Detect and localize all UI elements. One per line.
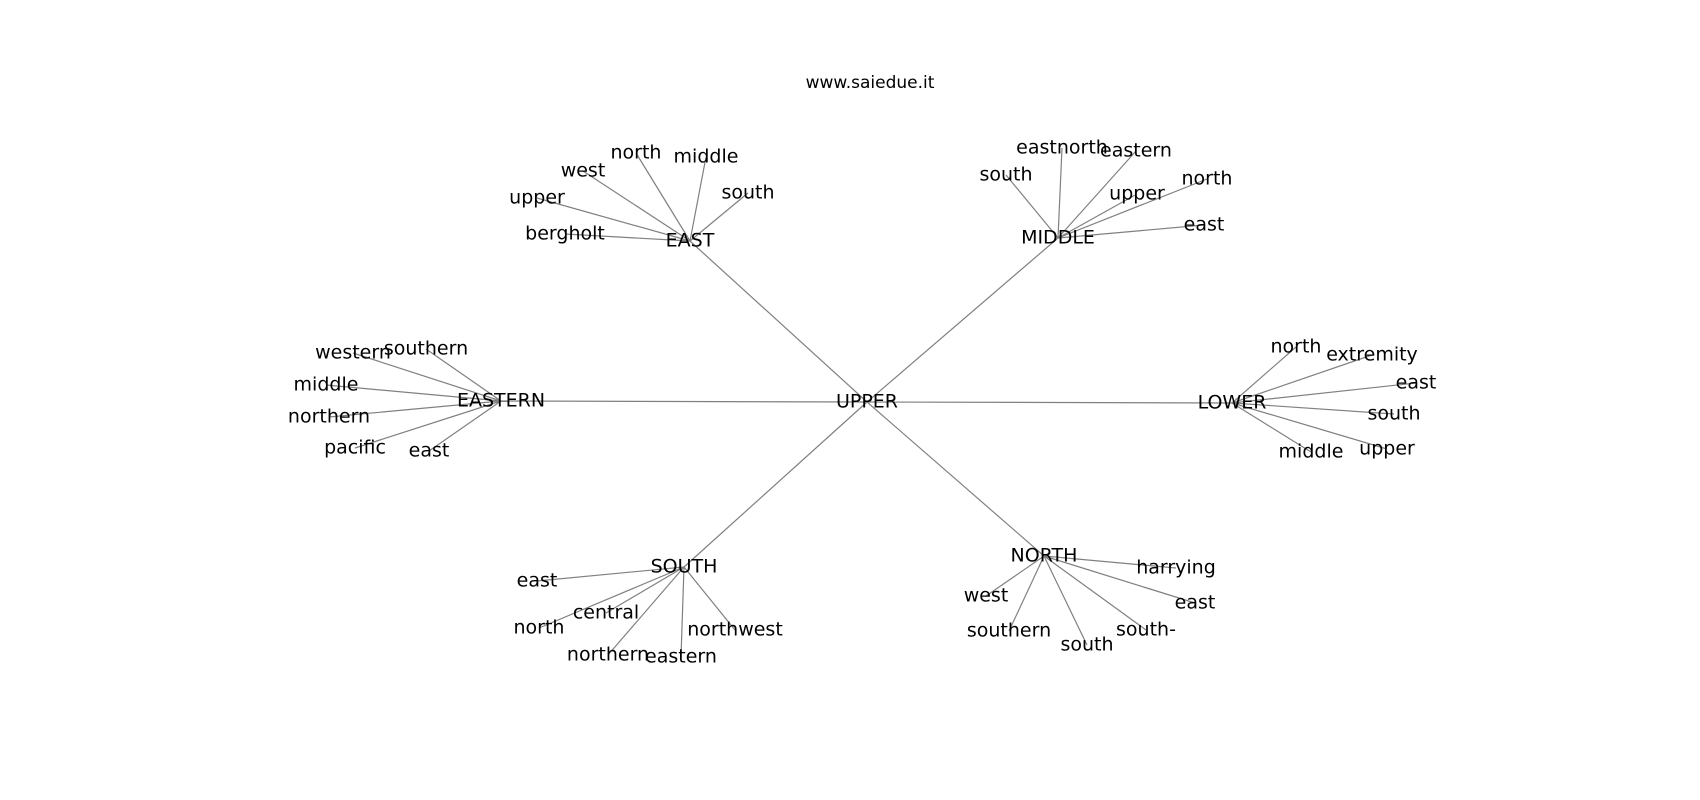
edge-root-eastern — [500, 400, 868, 403]
leaf-node-lower-4: middle — [1279, 441, 1344, 463]
leaf-node-north-4: south — [1060, 634, 1113, 656]
leaf-node-lower-1: extremity — [1326, 344, 1418, 366]
edge-middle-1 — [1057, 147, 1063, 239]
leaf-node-east-3: north — [611, 142, 662, 164]
leaf-node-middle-0: south — [979, 164, 1032, 186]
leaf-node-south-0: east — [517, 570, 558, 592]
leaf-node-middle-1: eastnorth — [1016, 137, 1108, 159]
leaf-node-east-5: south — [721, 182, 774, 204]
edge-eastern-2 — [325, 384, 502, 402]
leaf-node-eastern-1: southern — [384, 338, 468, 360]
edge-lower-2 — [1231, 382, 1417, 404]
leaf-node-middle-2: eastern — [1100, 140, 1172, 162]
edge-south-2 — [538, 566, 685, 629]
leaf-node-east-2: west — [561, 160, 606, 182]
edge-north-3 — [1008, 555, 1045, 632]
edge-eastern-0 — [352, 352, 502, 402]
edge-middle-3 — [1057, 193, 1138, 239]
edges-layer — [325, 147, 1417, 658]
edge-eastern-3 — [328, 400, 502, 418]
edge-root-south — [683, 401, 868, 568]
leaf-node-south-1: central — [573, 602, 639, 624]
leaf-node-eastern-2: middle — [294, 374, 359, 396]
leaf-node-eastern-0: western — [315, 342, 391, 364]
leaf-node-south-3: northern — [567, 644, 649, 666]
hub-node-middle: MIDDLE — [1021, 227, 1095, 249]
edge-middle-4 — [1057, 178, 1208, 239]
leaf-node-lower-3: south — [1367, 403, 1420, 425]
leaf-node-eastern-4: pacific — [324, 437, 386, 459]
edge-eastern-5 — [428, 400, 502, 452]
edge-lower-3 — [1231, 402, 1395, 415]
hub-node-lower: LOWER — [1198, 392, 1267, 414]
edge-south-3 — [607, 566, 685, 656]
leaf-node-east-4: middle — [674, 146, 739, 168]
edge-south-0 — [536, 566, 685, 582]
leaf-node-lower-2: east — [1396, 372, 1437, 394]
root-node-label: UPPER — [836, 391, 898, 413]
edge-north-5 — [1043, 555, 1147, 631]
leaf-node-east-0: bergholt — [525, 223, 605, 245]
leaf-node-north-0: harrying — [1136, 557, 1216, 579]
edge-east-4 — [689, 156, 707, 242]
edge-middle-0 — [1005, 174, 1059, 239]
leaf-node-south-4: eastern — [645, 646, 717, 668]
diagram-title: www.saiedue.it — [806, 73, 935, 93]
edge-middle-5 — [1057, 224, 1205, 239]
leaf-node-north-1: west — [964, 585, 1009, 607]
leaf-node-middle-3: upper — [1109, 183, 1165, 205]
edge-root-middle — [866, 237, 1059, 403]
edge-north-0 — [1043, 555, 1177, 569]
hub-node-south: SOUTH — [651, 556, 718, 578]
leaf-node-middle-4: north — [1182, 168, 1233, 190]
leaf-node-middle-5: east — [1184, 214, 1225, 236]
leaf-node-lower-0: north — [1271, 336, 1322, 358]
hub-node-north: NORTH — [1011, 545, 1078, 567]
edge-north-1 — [985, 555, 1045, 597]
edge-lower-0 — [1231, 346, 1297, 404]
edge-east-2 — [582, 170, 691, 242]
edge-south-5 — [683, 566, 736, 631]
leaf-node-north-2: east — [1175, 592, 1216, 614]
edge-root-lower — [866, 401, 1233, 404]
leaf-node-north-3: southern — [967, 620, 1051, 642]
hub-node-eastern: EASTERN — [457, 390, 545, 412]
leaf-node-south-2: north — [514, 617, 565, 639]
edge-root-north — [866, 401, 1045, 557]
edge-east-5 — [689, 192, 749, 242]
leaf-node-north-5: south- — [1116, 619, 1176, 641]
leaf-node-eastern-5: east — [409, 440, 450, 462]
edge-north-4 — [1043, 555, 1088, 646]
edge-eastern-1 — [425, 348, 502, 402]
edge-east-0 — [564, 233, 691, 242]
edge-north-2 — [1043, 555, 1196, 604]
edge-eastern-4 — [354, 400, 502, 449]
edge-lower-5 — [1231, 402, 1388, 450]
edge-east-1 — [536, 197, 691, 242]
edge-east-3 — [635, 152, 691, 242]
leaf-node-south-5: northwest — [687, 619, 783, 641]
edge-lower-4 — [1231, 402, 1312, 453]
edge-root-east — [689, 240, 868, 403]
hub-node-east: EAST — [666, 230, 715, 252]
edge-south-1 — [605, 566, 685, 614]
leaf-node-eastern-3: northern — [288, 406, 370, 428]
edge-middle-2 — [1057, 150, 1137, 239]
leaf-node-east-1: upper — [509, 187, 565, 209]
leaf-node-lower-5: upper — [1359, 438, 1415, 460]
edge-lower-1 — [1231, 354, 1373, 404]
edge-south-4 — [680, 566, 685, 658]
